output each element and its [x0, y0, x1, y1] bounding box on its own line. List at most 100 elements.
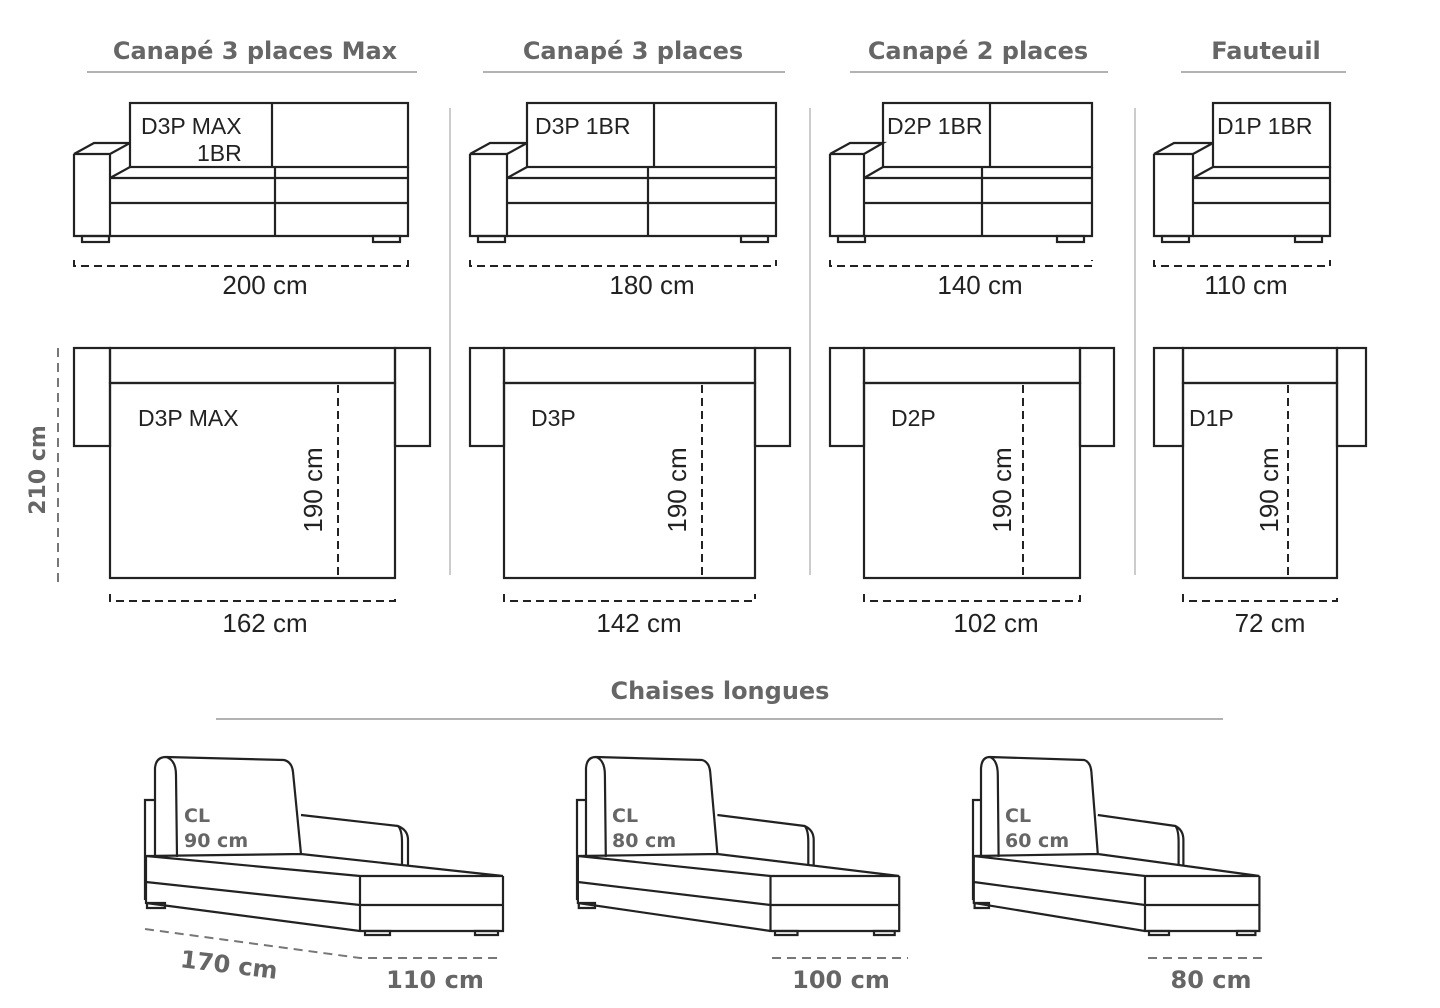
width-dimension: 200 cm	[222, 270, 307, 300]
width-dimension: 110 cm	[1204, 270, 1287, 300]
width-dimension: 140 cm	[937, 270, 1022, 300]
sofa-top-view	[72, 346, 432, 602]
backrest	[502, 346, 757, 385]
armrest	[72, 346, 112, 448]
foot	[1293, 234, 1324, 244]
foot	[1237, 931, 1255, 935]
foot	[371, 234, 402, 244]
section-title: Fauteuil	[1211, 37, 1321, 65]
front-model-label: D1P 1BR	[1217, 113, 1312, 139]
chaise-longue	[973, 757, 1259, 935]
seat-width-dimension-line	[503, 594, 756, 602]
seat-width-dimension: 162 cm	[222, 608, 307, 638]
sofa-top-view	[828, 346, 1116, 602]
armrest	[468, 141, 528, 238]
chaise-length-dimension: 170 cm	[179, 945, 279, 985]
foot	[975, 903, 989, 908]
width-dimension-line	[829, 260, 1093, 267]
seat-width-dimension: 102 cm	[953, 608, 1038, 638]
armrest	[1335, 346, 1368, 448]
front-model-label: D2P 1BR	[887, 113, 982, 139]
section-title: Canapé 2 places	[868, 37, 1088, 65]
backrest	[1211, 101, 1332, 169]
width-dimension-line	[73, 260, 409, 267]
seat-width-dimension: 72 cm	[1235, 608, 1306, 638]
seat-width-dimension-line	[109, 594, 396, 602]
chaise-size: 60 cm	[1005, 830, 1069, 852]
depth-dimension: 190 cm	[987, 447, 1017, 532]
front-model-label: D3P MAX	[141, 113, 242, 139]
chaise-code: CL	[612, 805, 638, 827]
depth-dimension: 190 cm	[1254, 447, 1284, 532]
armrest	[1152, 346, 1185, 448]
foot	[739, 234, 770, 244]
backrest	[108, 346, 397, 385]
chaise-width-dimension: 80 cm	[1171, 966, 1252, 994]
foot	[80, 234, 111, 244]
armrest	[828, 346, 866, 448]
sofa-front-view	[1152, 101, 1332, 267]
sofa-top-view	[468, 346, 792, 602]
top-model-label: D3P MAX	[138, 405, 239, 431]
foot	[874, 931, 895, 935]
backrest	[525, 101, 778, 169]
foot	[836, 234, 867, 244]
seat	[506, 166, 778, 238]
foot	[475, 931, 498, 935]
chaise-size: 80 cm	[612, 830, 676, 852]
chaises-title: Chaises longues	[611, 677, 830, 705]
sofa-front-view	[468, 101, 778, 267]
backrest	[128, 101, 410, 169]
width-dimension-line	[1153, 260, 1331, 267]
seat-width-dimension: 142 cm	[596, 608, 681, 638]
seat	[109, 166, 410, 238]
seat-width-dimension-line	[863, 594, 1081, 602]
armrest	[72, 141, 131, 238]
armrest	[1078, 346, 1116, 448]
total-depth-dimension: 210 cm	[26, 425, 51, 515]
foot	[1055, 234, 1086, 244]
top-model-label: D1P	[1189, 405, 1234, 431]
seat	[1181, 381, 1339, 580]
seat	[502, 381, 757, 580]
armrest	[1152, 141, 1214, 238]
foot	[365, 931, 390, 935]
chaise-size: 90 cm	[184, 830, 248, 852]
seat	[863, 166, 1094, 238]
chaise-width-dimension: 100 cm	[792, 966, 890, 994]
sofa-top-view	[1152, 346, 1368, 602]
armrest	[468, 346, 506, 448]
armrest	[828, 141, 888, 238]
depth-dimension: 190 cm	[298, 447, 328, 532]
foot	[147, 903, 165, 908]
foot	[1149, 931, 1169, 935]
section-title: Canapé 3 places	[523, 37, 743, 65]
width-dimension: 180 cm	[609, 270, 694, 300]
sofa-front-view	[72, 101, 410, 267]
depth-dimension: 190 cm	[662, 447, 692, 532]
backrest	[862, 346, 1082, 385]
front-model-label: D3P 1BR	[535, 113, 630, 139]
width-dimension-line	[469, 260, 777, 267]
chaise-longue	[145, 757, 503, 935]
seat	[862, 381, 1082, 580]
foot	[476, 234, 507, 244]
top-model-label: D2P	[891, 405, 936, 431]
chaise-code: CL	[1005, 805, 1031, 827]
armrest	[393, 346, 432, 448]
backrest	[1181, 346, 1339, 385]
chaise-code: CL	[184, 805, 210, 827]
front-model-label: 1BR	[197, 140, 242, 166]
section-title: Canapé 3 places Max	[113, 37, 398, 65]
backrest	[881, 101, 1094, 169]
top-model-label: D3P	[531, 405, 576, 431]
seat-width-dimension-line	[1182, 594, 1338, 602]
foot	[1160, 234, 1191, 244]
armrest	[753, 346, 792, 448]
seat	[108, 381, 397, 580]
seat	[1192, 166, 1332, 238]
foot	[775, 931, 798, 935]
foot	[579, 903, 595, 908]
chaise-longue	[577, 757, 899, 935]
